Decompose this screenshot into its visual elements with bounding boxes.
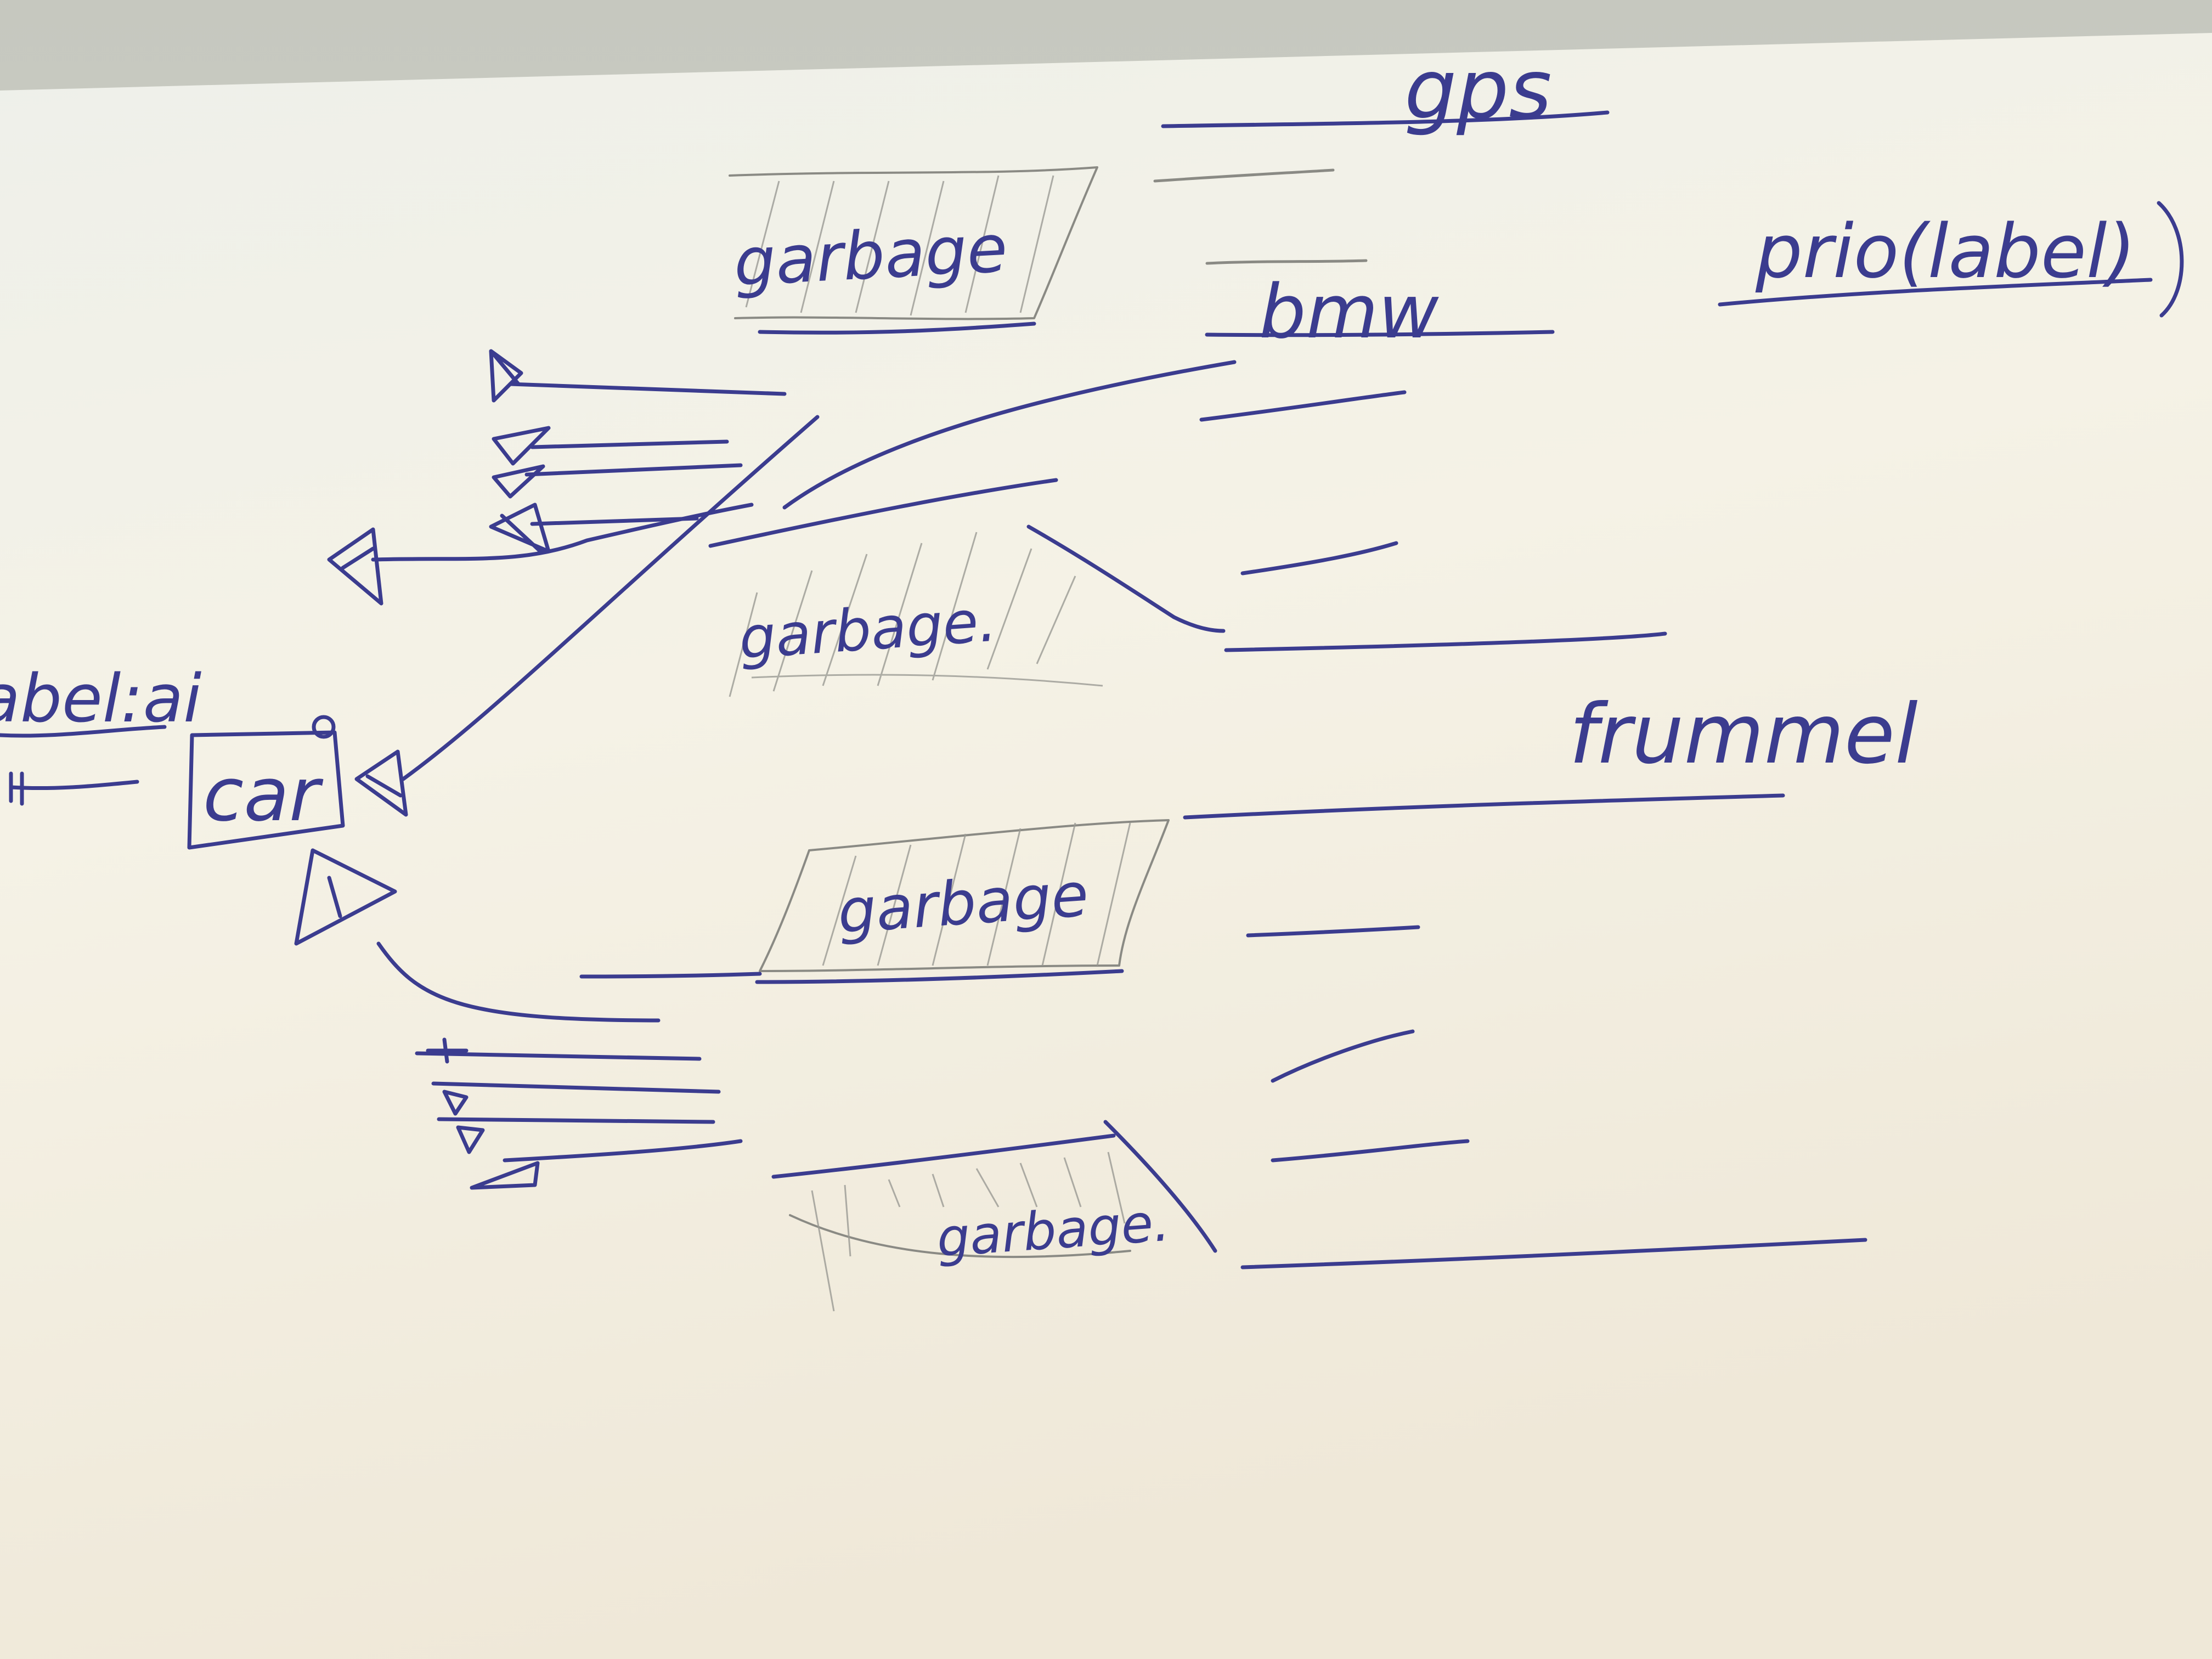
- sensor-triangle: [426, 1037, 469, 1064]
- sensor-triangle: [492, 464, 545, 499]
- label-label-ai: label:ai: [0, 661, 202, 737]
- garbage-box-top-line: [758, 321, 1036, 335]
- sensor-arrow: [437, 1117, 715, 1124]
- hatching: [745, 175, 1054, 316]
- sensor-arrow: [530, 439, 729, 449]
- label-car: car: [203, 752, 324, 838]
- sensor-triangle: [327, 527, 383, 606]
- sensor-link-line: [376, 941, 661, 1023]
- lane-line: [1240, 1238, 1867, 1269]
- prio-underline: [1718, 278, 2153, 307]
- car-link-line: [401, 415, 820, 781]
- sensor-arrow: [508, 382, 787, 396]
- label-prio-label: prio(label): [1755, 208, 2136, 295]
- sensor-triangle: [470, 1161, 540, 1190]
- lane-line: [1246, 925, 1420, 938]
- sensor-arrow: [530, 516, 699, 526]
- garbage-box-mid-slant: [1026, 524, 1226, 633]
- car-marker: [312, 715, 336, 739]
- car-link-line: [782, 360, 1237, 510]
- sensor-arrow: [503, 1139, 743, 1163]
- label-garbage-top: garbage: [732, 211, 1009, 301]
- label-ai-arrow-head: [9, 771, 24, 806]
- label-ai-line: [0, 725, 167, 738]
- garbage-box-bottom-slant: [1103, 1120, 1217, 1253]
- sensor-arrow: [415, 1051, 702, 1061]
- label-gps: gps: [1404, 42, 1552, 138]
- sensor-triangle: [442, 1090, 469, 1116]
- lane-line: [1161, 110, 1610, 128]
- prio-bracket: [2157, 201, 2184, 318]
- garbage-box-low-left: [579, 972, 762, 979]
- sensor-triangle: [492, 426, 551, 466]
- sensor-triangle: [489, 349, 523, 403]
- hatching: [729, 532, 1103, 697]
- sensor-triangle: [294, 848, 397, 946]
- garbage-box-low-line: [755, 969, 1124, 984]
- label-bmw: bmw: [1259, 269, 1439, 355]
- lane-line: [1205, 330, 1555, 337]
- sensor-triangle: [489, 503, 551, 554]
- car-box: [187, 730, 345, 850]
- car-link-line: [1183, 793, 1785, 820]
- sensor-triangle: [456, 1125, 485, 1154]
- garbage-box-bottom-top: [771, 1133, 1116, 1179]
- label-frummel: frummel: [1569, 687, 1918, 782]
- sensor-arrow: [371, 503, 754, 562]
- lane-line: [1224, 631, 1667, 652]
- garbage-box-bottom-base: [789, 1214, 1131, 1259]
- sensor-triangle: [354, 749, 408, 817]
- lane-line: [1153, 168, 1335, 183]
- lane-line: [1271, 1029, 1415, 1083]
- lane-line: [1240, 541, 1398, 575]
- garbage-box-mid-top: [708, 478, 1058, 548]
- garbage-box-top: [729, 166, 1098, 320]
- paper-sheet: [0, 33, 2212, 1659]
- lane-line: [1205, 259, 1368, 265]
- lane-line: [1271, 1139, 1470, 1163]
- hatching: [811, 1152, 1126, 1312]
- sensor-arrow: [431, 1081, 721, 1094]
- sensor-arrow: [524, 463, 743, 477]
- label-ai-arrow-line: [9, 780, 139, 791]
- lane-line: [1199, 390, 1407, 422]
- label-garbage-low: garbage: [836, 859, 1091, 947]
- hatching: [822, 822, 1131, 966]
